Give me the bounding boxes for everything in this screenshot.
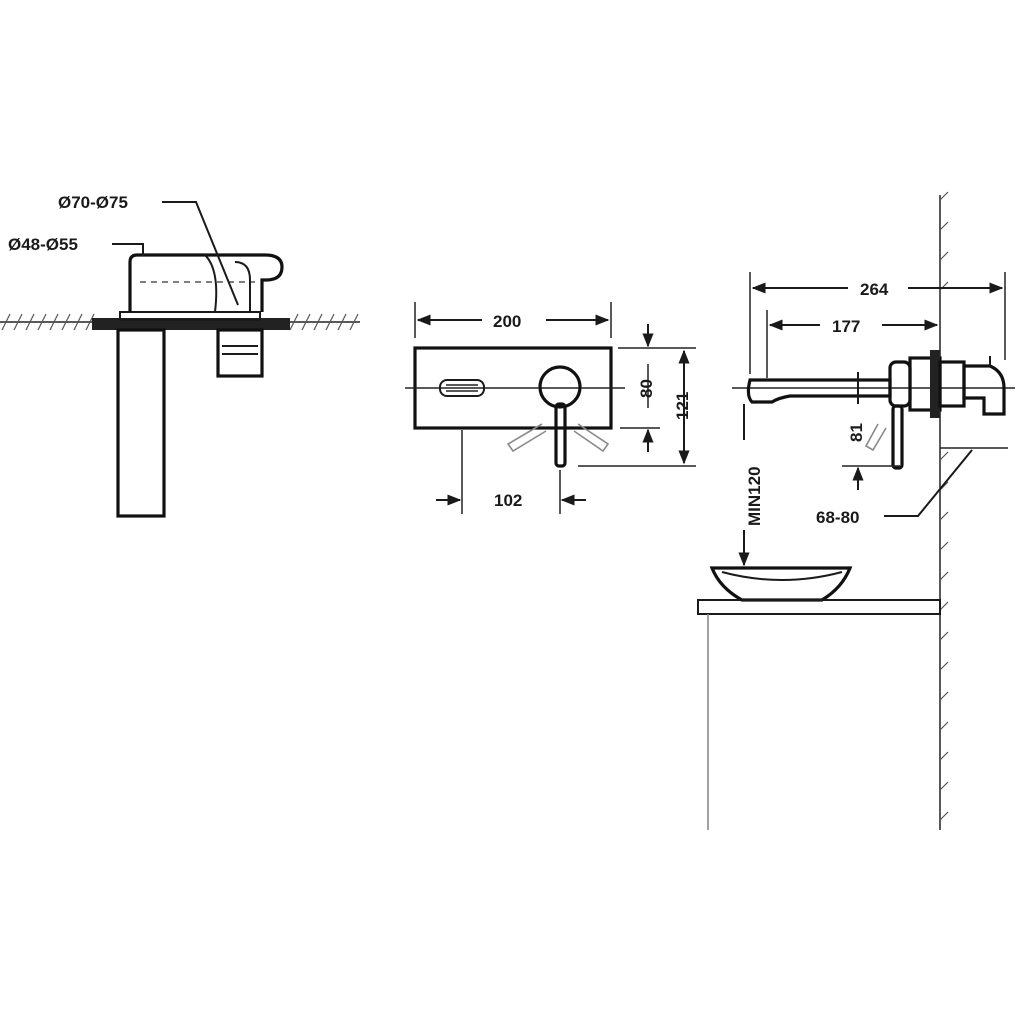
mixer-body-side	[888, 360, 912, 408]
spout-outlet	[439, 379, 485, 397]
vessel-basin	[709, 566, 853, 602]
side-section-view: Ø70-Ø75 Ø48-Ø55	[0, 193, 360, 518]
front-view: 200 102 80 121	[405, 302, 696, 514]
body-tube	[116, 328, 166, 518]
plate-height-label: 121	[673, 392, 692, 420]
bore-inner-label: Ø48-Ø55	[8, 235, 78, 254]
handle-knob-side	[962, 364, 1006, 416]
handle-rosette	[538, 365, 582, 409]
valve-block	[216, 328, 264, 378]
countertop	[697, 599, 941, 615]
handle-lever-side	[891, 404, 904, 470]
cartridge-housing	[128, 253, 284, 312]
total-projection-label: 264	[860, 280, 889, 299]
wall-depth-label: 68-80	[816, 508, 859, 527]
handle-lever	[554, 402, 567, 468]
wall-hatching	[939, 191, 949, 830]
handle-offset-label: 102	[494, 491, 522, 510]
plate-width-label: 200	[493, 312, 521, 331]
side-elevation-view: 264 177 81 MIN120 68-80	[697, 191, 1015, 830]
handle-drop-label: 81	[847, 423, 866, 442]
spout-side	[746, 378, 892, 404]
min-height-label: MIN120	[745, 466, 764, 526]
axis-offset-label: 80	[637, 379, 656, 398]
bore-outer-label: Ø70-Ø75	[58, 193, 128, 212]
spout-projection-label: 177	[832, 317, 860, 336]
